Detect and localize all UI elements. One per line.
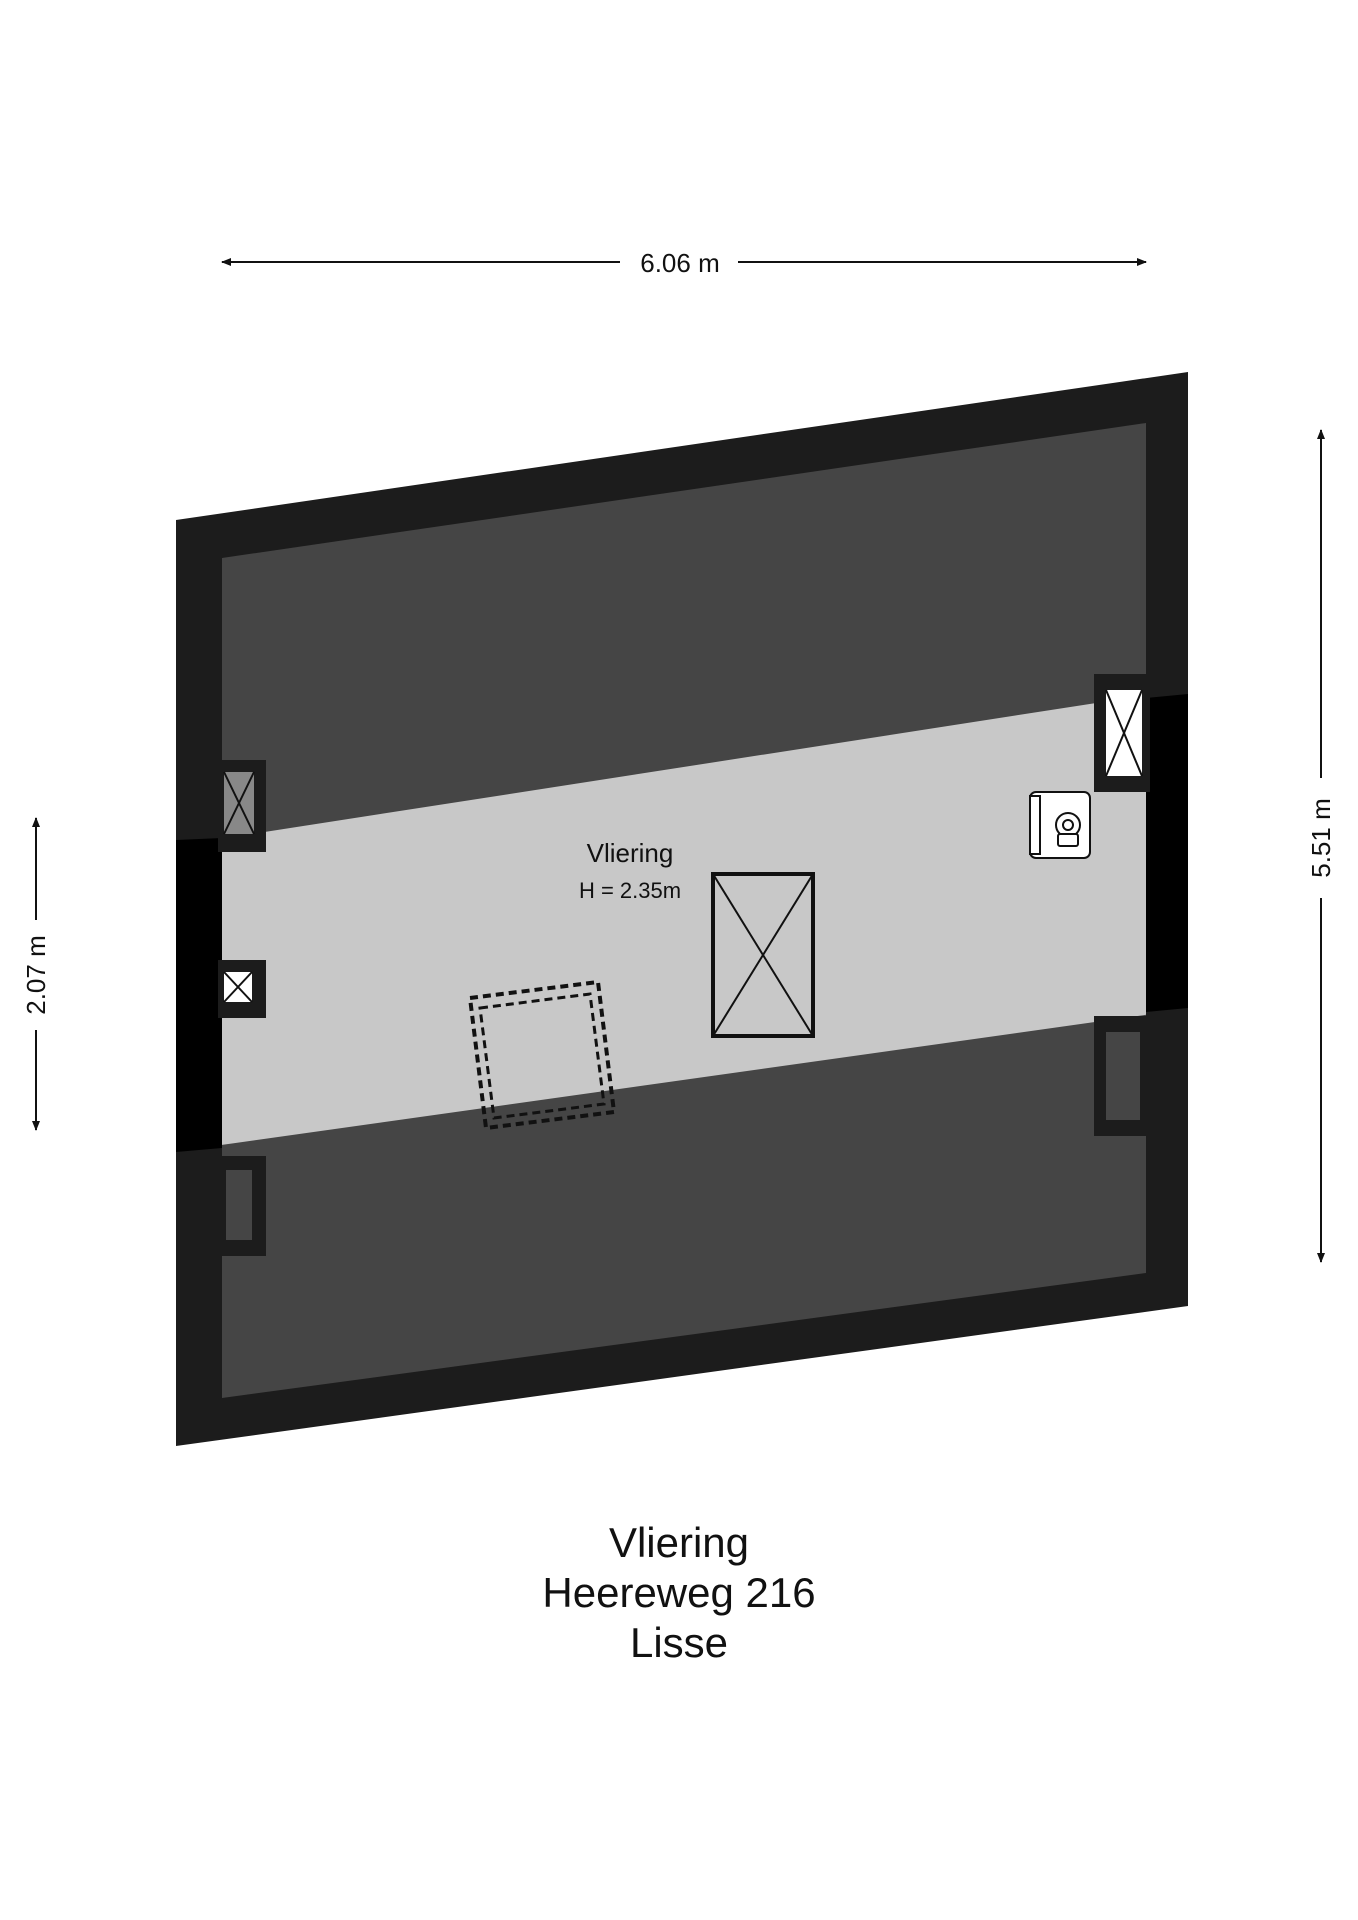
skylight-icon: [467, 979, 617, 1131]
left-window-top: [218, 760, 266, 852]
room-name: Vliering: [587, 838, 674, 868]
right-window-bottom: [1094, 1016, 1150, 1136]
plan-caption: Vliering Heereweg 216 Lisse: [0, 1518, 1358, 1668]
attic-floor: [222, 423, 1146, 1398]
full-height-area: [222, 690, 1146, 1148]
right-window-top: [1094, 674, 1150, 792]
inner-dimension: 2.07 m: [21, 817, 51, 1131]
left-knee-wall: [176, 838, 222, 1152]
width-dimension-label: 6.06 m: [640, 248, 720, 278]
room-height: H = 2.35m: [579, 878, 681, 903]
attic-hatch-icon: [711, 872, 815, 1038]
depth-dimension-label: 5.51 m: [1306, 798, 1336, 878]
left-window-middle: [218, 960, 266, 1018]
inner-dimension-label: 2.07 m: [21, 935, 51, 1015]
width-dimension: 6.06 m: [221, 248, 1147, 278]
caption-city: Lisse: [629, 1619, 729, 1666]
right-knee-wall: [1146, 694, 1188, 1012]
left-window-bottom: [218, 1156, 266, 1256]
caption-street: Heereweg 216: [542, 1569, 816, 1616]
depth-dimension: 5.51 m: [1306, 429, 1336, 1263]
caption-floor: Vliering: [608, 1519, 750, 1566]
boiler-icon: [1029, 791, 1091, 859]
